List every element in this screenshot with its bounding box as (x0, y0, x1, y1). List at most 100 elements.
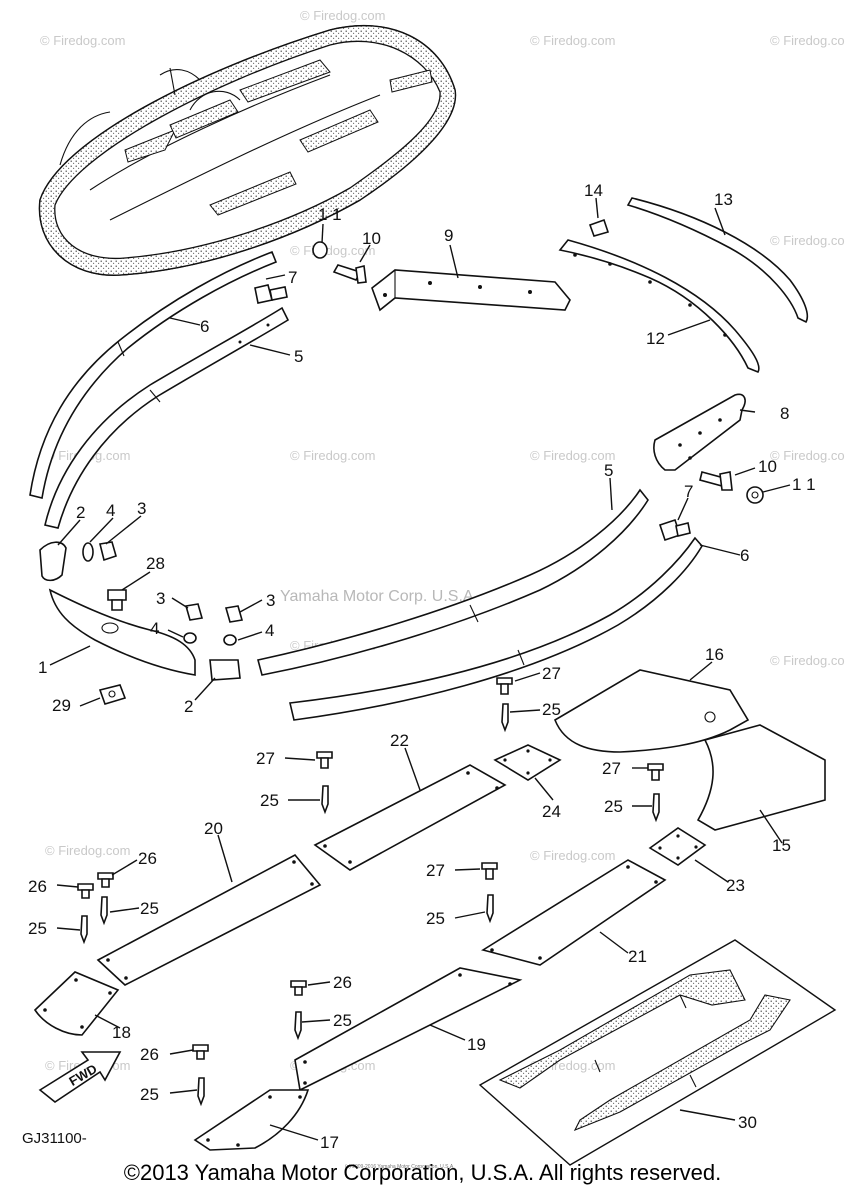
bracket-8 (653, 393, 746, 471)
decal-set-30 (478, 939, 837, 1166)
small-print: (c) 2009-2016 Yamaha Motor Corporation, … (345, 1164, 455, 1170)
callout-20: 20 (204, 819, 223, 838)
svg-text:© Firedog.com: © Firedog.com (770, 448, 845, 463)
callout-4: 4 (150, 619, 159, 638)
callout-3: 3 (266, 591, 275, 610)
jet-ski-hull (38, 24, 457, 276)
callout-11: 1 1 (318, 205, 342, 224)
callout-26: 26 (140, 1045, 159, 1064)
callout-29: 29 (52, 696, 71, 715)
callout-25: 25 (604, 797, 623, 816)
callout-27: 27 (256, 749, 275, 768)
callout-9: 9 (444, 226, 453, 245)
plate-22 (313, 764, 507, 871)
callout-3: 3 (137, 499, 146, 518)
rail-6-left (29, 250, 278, 499)
callout-27: 27 (426, 861, 445, 880)
callout-27: 27 (602, 759, 621, 778)
fasteners (77, 677, 664, 1107)
bolt-7-top (254, 284, 288, 304)
svg-text:© Firedog.com: © Firedog.com (300, 8, 385, 23)
copyright-notice: ©2013 Yamaha Motor Corporation, U.S.A. A… (123, 1160, 722, 1185)
rail-13 (626, 197, 809, 324)
nut-29 (98, 684, 127, 705)
callout-24: 24 (542, 802, 561, 821)
fastener-14 (588, 218, 610, 237)
leader-lines (49, 197, 791, 1141)
callout-28: 28 (146, 554, 165, 573)
plate-24 (493, 744, 562, 781)
callout-12: 12 (646, 329, 665, 348)
bracket-9 (371, 269, 571, 312)
callout-17: 17 (320, 1133, 339, 1152)
svg-text:© Firedog.com: © Firedog.com (530, 33, 615, 48)
svg-text:© Firedog.com: © Firedog.com (290, 243, 375, 258)
drawing-code: GJ31100- (22, 1130, 87, 1147)
callout-2: 2 (76, 503, 85, 522)
rail-5-left (44, 306, 290, 529)
clip-2-top (39, 541, 67, 582)
callout-25: 25 (542, 700, 561, 719)
pad-15 (696, 724, 826, 831)
svg-text:© Firedog.com: © Firedog.com (530, 848, 615, 863)
rivet-10-right (699, 471, 733, 491)
rail-5-long (257, 488, 649, 676)
center-watermark: Yamaha Motor Corp. U.S.A. (280, 588, 478, 605)
callout-11: 1 1 (792, 475, 816, 494)
callout-4: 4 (106, 501, 115, 520)
callout-14: 14 (584, 181, 603, 200)
cap-11-top (312, 241, 328, 259)
callout-16: 16 (705, 645, 724, 664)
callout-22: 22 (390, 731, 409, 750)
bolt-7-right (658, 518, 691, 542)
callout-25: 25 (260, 791, 279, 810)
washer-4-a (82, 542, 94, 562)
callout-5: 5 (294, 347, 303, 366)
callout-15: 15 (772, 836, 791, 855)
bracket-1 (48, 588, 196, 676)
callout-18: 18 (112, 1023, 131, 1042)
callout-25: 25 (333, 1011, 352, 1030)
callout-19: 19 (467, 1035, 486, 1054)
callout-25: 25 (28, 919, 47, 938)
bolt-28 (107, 589, 127, 611)
watermarks: © Firedog.com © Firedog.com © Firedog.co… (40, 8, 845, 1073)
washer-4-c (223, 634, 237, 646)
callout-10: 10 (758, 457, 777, 476)
callout-4: 4 (265, 621, 274, 640)
callout-26: 26 (28, 877, 47, 896)
svg-text:© Firedog.com: © Firedog.com (40, 33, 125, 48)
plate-23 (648, 827, 707, 866)
callout-2: 2 (184, 697, 193, 716)
washer-4-b (183, 632, 197, 644)
svg-text:© Firedog.com: © Firedog.com (770, 653, 845, 668)
callout-30: 30 (738, 1113, 757, 1132)
plate-21 (480, 859, 667, 966)
nut-3-c (224, 605, 244, 623)
callout-25: 25 (140, 1085, 159, 1104)
nut-3-a (99, 541, 117, 562)
svg-text:© Firedog.com: © Firedog.com (45, 843, 130, 858)
callout-6: 6 (200, 317, 209, 336)
callout-27: 27 (542, 664, 561, 683)
pad-16 (554, 669, 750, 753)
callout-26: 26 (138, 849, 157, 868)
callout-13: 13 (714, 190, 733, 209)
callout-23: 23 (726, 876, 745, 895)
callout-7: 7 (288, 268, 297, 287)
svg-text:© Firedog.com: © Firedog.com (770, 33, 845, 48)
svg-text:© Firedog.com: © Firedog.com (770, 233, 845, 248)
callout-8: 8 (780, 404, 789, 423)
callout-1: 1 (38, 658, 47, 677)
nut-3-b (184, 603, 204, 621)
svg-text:© Firedog.com: © Firedog.com (290, 448, 375, 463)
clip-2-bottom (209, 659, 241, 681)
callout-3: 3 (156, 589, 165, 608)
cap-11-right (746, 486, 764, 504)
callout-26: 26 (333, 973, 352, 992)
plate-19 (294, 967, 523, 1092)
callout-25: 25 (140, 899, 159, 918)
callout-21: 21 (628, 947, 647, 966)
rivet-10-top (332, 264, 367, 284)
